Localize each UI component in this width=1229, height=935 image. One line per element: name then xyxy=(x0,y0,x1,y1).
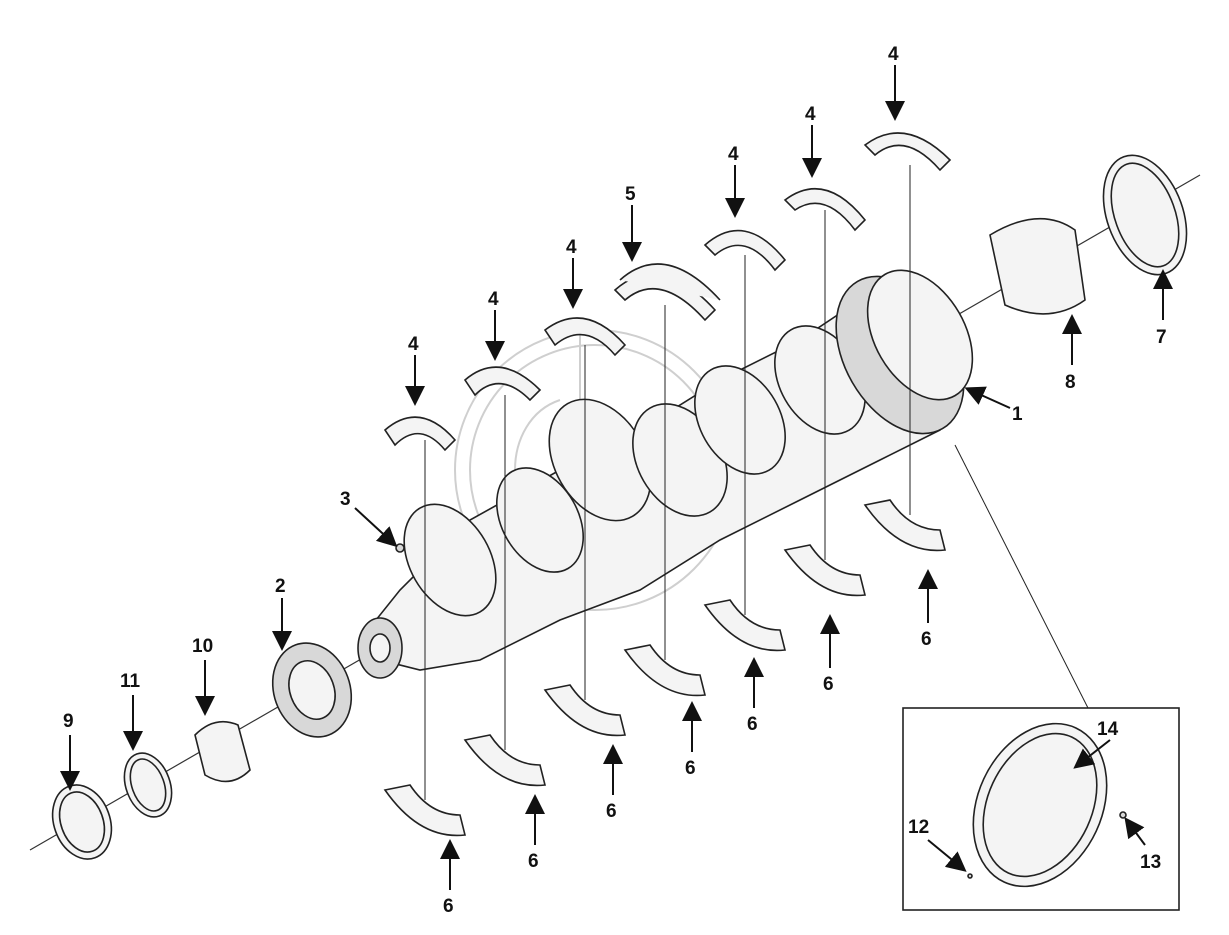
rear-seal-parts xyxy=(989,154,1188,315)
callout-6-b: 6 xyxy=(528,851,539,872)
callout-6-a: 6 xyxy=(443,896,454,917)
callout-labels: 1 2 3 4 4 4 5 4 4 4 6 6 6 6 6 6 6 7 8 9 … xyxy=(63,44,1167,917)
callout-2: 2 xyxy=(275,576,286,597)
crankshaft xyxy=(357,269,974,679)
alignment-lines xyxy=(424,165,911,800)
callout-9: 9 xyxy=(63,711,74,732)
callout-11: 11 xyxy=(120,671,141,692)
callout-4-e: 4 xyxy=(805,104,816,125)
front-parts xyxy=(51,543,405,860)
callout-1: 1 xyxy=(1012,404,1023,425)
callout-14: 14 xyxy=(1097,719,1119,740)
callout-4-f: 4 xyxy=(888,44,899,65)
callout-7: 7 xyxy=(1156,327,1167,348)
callout-6-g: 6 xyxy=(921,629,932,650)
callout-4-c: 4 xyxy=(566,237,577,258)
callout-6-c: 6 xyxy=(606,801,617,822)
callout-6-d: 6 xyxy=(685,758,696,779)
callout-8: 8 xyxy=(1065,372,1076,393)
callout-6-e: 6 xyxy=(747,714,758,735)
callout-3: 3 xyxy=(340,489,351,510)
callout-leaders xyxy=(60,65,1173,890)
callout-4-d: 4 xyxy=(728,144,739,165)
lower-bearing-shells xyxy=(383,499,946,837)
callout-12: 12 xyxy=(908,817,929,838)
callout-4-a: 4 xyxy=(408,334,419,355)
callout-13: 13 xyxy=(1140,852,1161,873)
callout-10: 10 xyxy=(192,636,213,657)
detail-inset xyxy=(902,444,1180,911)
callout-4-b: 4 xyxy=(488,289,499,310)
callout-6-f: 6 xyxy=(823,674,834,695)
upper-bearing-shells xyxy=(383,132,952,452)
callout-5: 5 xyxy=(625,184,636,205)
